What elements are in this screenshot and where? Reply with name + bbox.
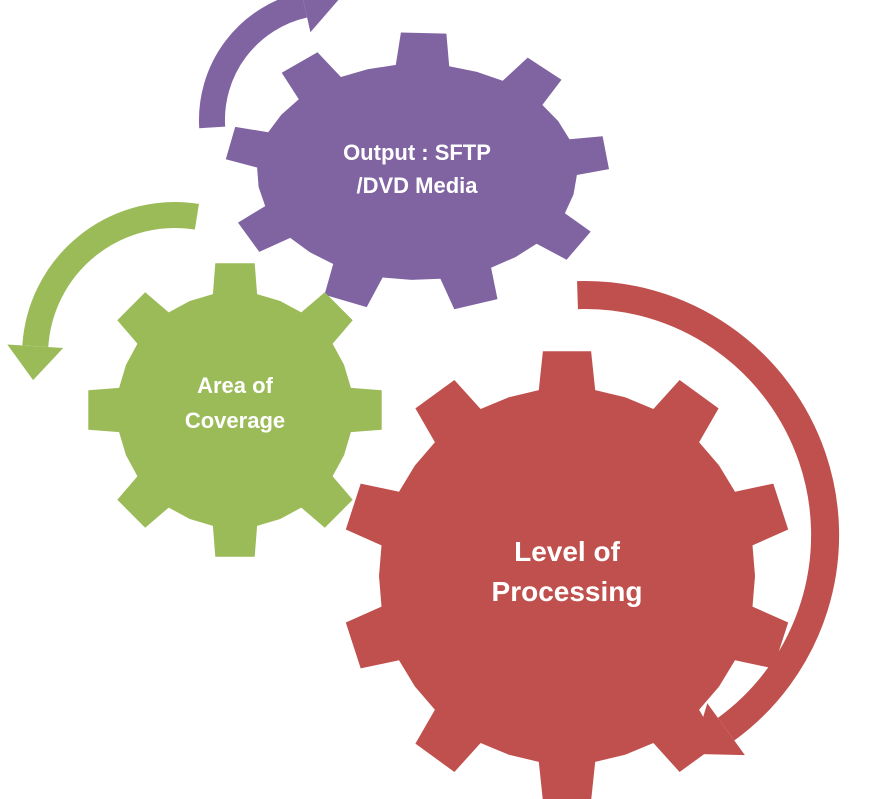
output-gear-shape — [225, 32, 610, 310]
gear-coverage-label-1: Area of — [197, 373, 273, 398]
gear-output: Output : SFTP /DVD Media — [225, 32, 610, 310]
gear-coverage-label-2: Coverage — [185, 408, 285, 433]
processing-gear-shape — [345, 351, 789, 799]
gear-output-label-2: /DVD Media — [356, 173, 478, 198]
gear-coverage: Area of Coverage — [88, 263, 382, 557]
gear-processing: Level of Processing — [345, 351, 789, 799]
coverage-gear-shape — [88, 263, 382, 557]
output-cycle-arrow — [198, 0, 339, 129]
gear-processing-label-1: Level of — [514, 536, 620, 567]
coverage-cycle-arrow — [7, 202, 199, 381]
gear-output-label-1: Output : SFTP — [343, 140, 491, 165]
gear-processing-label-2: Processing — [492, 576, 643, 607]
